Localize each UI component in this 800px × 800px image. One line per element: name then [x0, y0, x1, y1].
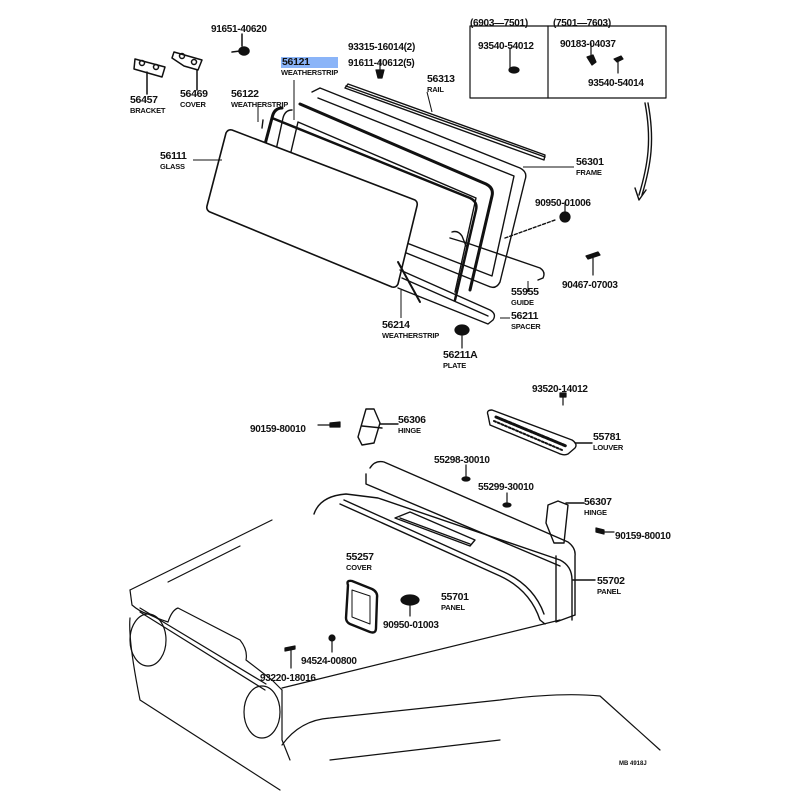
- part-number: 55955: [511, 286, 539, 298]
- part-number: 55781: [593, 431, 621, 443]
- hinge-56307-icon: [545, 500, 585, 544]
- part-number: 90159-80010: [250, 424, 306, 435]
- part-label-55702[interactable]: 55702 PANEL: [597, 576, 625, 595]
- part-name: COVER: [346, 562, 372, 572]
- part-number: 90159-80010: [615, 531, 671, 542]
- rear-window-assembly: [206, 83, 556, 325]
- part-label-56111[interactable]: 56111 GLASS: [160, 151, 187, 170]
- part-number: 93315-16014: [348, 42, 404, 53]
- part-name: WEATHERSTRIP: [231, 99, 289, 109]
- part-name: BRACKET: [130, 105, 166, 115]
- part-name: PLATE: [443, 360, 467, 370]
- part-label-90159-80010-left[interactable]: 90159-80010: [250, 420, 306, 436]
- part-label-56307[interactable]: 56307 HINGE: [584, 497, 612, 516]
- part-label-91651-40620[interactable]: 91651-40620: [211, 20, 267, 36]
- small-fasteners: [284, 59, 615, 669]
- part-number: 56469: [180, 88, 208, 100]
- cover-55257-icon: [344, 579, 379, 634]
- part-name: WEATHERSTRIP: [382, 330, 440, 340]
- part-label-55298-30010[interactable]: 55298-30010: [434, 451, 490, 467]
- part-label-56457[interactable]: 56457 BRACKET: [130, 95, 165, 114]
- part-label-55955[interactable]: 55955 GUIDE: [511, 287, 539, 306]
- part-number: 56211: [511, 310, 539, 322]
- part-name: COVER: [180, 99, 206, 109]
- variant-fastener-icons: [508, 42, 624, 74]
- part-number: 55701: [441, 591, 469, 603]
- part-name: HINGE: [584, 507, 607, 517]
- part-number: 56307: [584, 496, 612, 508]
- variant-range-1: (6903—7501): [470, 18, 528, 29]
- part-number: 56122: [231, 88, 259, 100]
- part-label-55781[interactable]: 55781 LOUVER: [593, 432, 623, 451]
- hinge-56306-icon: [357, 408, 399, 446]
- part-name: GUIDE: [511, 297, 534, 307]
- part-name: RAIL: [427, 84, 444, 94]
- part-label-56301[interactable]: 56301 FRAME: [576, 157, 604, 176]
- part-label-93540-54012[interactable]: 93540-54012: [478, 41, 534, 52]
- variant-box-frame: [469, 25, 667, 99]
- part-label-56469[interactable]: 56469 COVER: [180, 89, 208, 108]
- part-number: 91611-40612: [348, 58, 404, 69]
- louver-55781-icon: [486, 409, 593, 456]
- part-number: 93520-14012: [532, 384, 588, 395]
- part-number: 56211A: [443, 349, 478, 361]
- part-name: SPACER: [511, 321, 541, 331]
- part-label-94524-00800[interactable]: 94524-00800: [301, 652, 357, 668]
- part-name: GLASS: [160, 161, 185, 171]
- cover-56469-icon: [171, 51, 203, 91]
- part-number: 56306: [398, 414, 426, 426]
- part-label-93220-18016[interactable]: 93220-18016: [260, 669, 316, 685]
- part-number: 56313: [427, 73, 455, 85]
- direction-arrow-icon: [634, 102, 653, 201]
- part-label-55701[interactable]: 55701 PANEL: [441, 592, 469, 611]
- part-number: 90950-01003: [383, 620, 439, 631]
- rear-body-panel: [313, 460, 596, 625]
- vehicle-body-outline: [129, 519, 661, 791]
- part-label-90467-07003[interactable]: 90467-07003: [562, 276, 618, 292]
- part-name: LOUVER: [593, 442, 624, 452]
- part-number: 93220-18016: [260, 673, 316, 684]
- bracket-56457-icon: [133, 58, 166, 95]
- part-number: 56121: [281, 57, 339, 68]
- part-number: 55702: [597, 575, 625, 587]
- part-number: 56214: [382, 319, 410, 331]
- part-name: PANEL: [441, 602, 465, 612]
- part-number: 55299-30010: [478, 482, 534, 493]
- part-name: PANEL: [597, 586, 621, 596]
- part-label-93520-14012[interactable]: 93520-14012: [532, 380, 588, 396]
- part-label-55299-30010[interactable]: 55299-30010: [478, 478, 534, 494]
- part-label-90159-80010-right[interactable]: 90159-80010: [615, 527, 671, 543]
- part-qty: (5): [403, 58, 415, 69]
- part-label-93315-91611[interactable]: 93315-16014(2) 91611-40612(5): [348, 38, 415, 70]
- part-label-56306[interactable]: 56306 HINGE: [398, 415, 426, 434]
- part-label-56211[interactable]: 56211 SPACER: [511, 311, 541, 330]
- part-number: 55298-30010: [434, 455, 490, 466]
- variant-range-2: (7501—7603): [553, 18, 611, 29]
- part-label-90950-01006[interactable]: 90950-01006: [535, 194, 591, 210]
- part-number: 56111: [160, 150, 187, 162]
- part-name: HINGE: [398, 425, 421, 435]
- part-label-93540-54014[interactable]: 93540-54014: [588, 78, 644, 89]
- part-number: 90467-07003: [562, 280, 618, 291]
- part-label-56122[interactable]: 56122 WEATHERSTRIP: [231, 89, 288, 108]
- part-label-90183-04037[interactable]: 90183-04037: [560, 39, 616, 50]
- part-label-55257[interactable]: 55257 COVER: [346, 552, 374, 571]
- part-number: 94524-00800: [301, 656, 357, 667]
- part-label-56121-highlighted[interactable]: 56121 WEATHERSTRIP: [281, 57, 338, 76]
- part-name: WEATHERSTRIP: [281, 67, 339, 77]
- part-qty: (2): [403, 42, 416, 53]
- bolt-91651-icon: [231, 33, 250, 56]
- part-name: FRAME: [576, 167, 602, 177]
- drawing-code: MB 4918J: [619, 761, 647, 767]
- part-number: 55257: [346, 551, 374, 563]
- part-label-90950-01003[interactable]: 90950-01003: [383, 616, 439, 632]
- part-number: 56457: [130, 94, 158, 106]
- part-number: 56301: [576, 156, 604, 168]
- part-label-56214[interactable]: 56214 WEATHERSTRIP: [382, 320, 439, 339]
- part-label-56313[interactable]: 56313 RAIL: [427, 74, 455, 93]
- part-number: 91651-40620: [211, 24, 267, 35]
- part-number: 90950-01006: [535, 198, 591, 209]
- part-label-56211A[interactable]: 56211A PLATE: [443, 349, 478, 370]
